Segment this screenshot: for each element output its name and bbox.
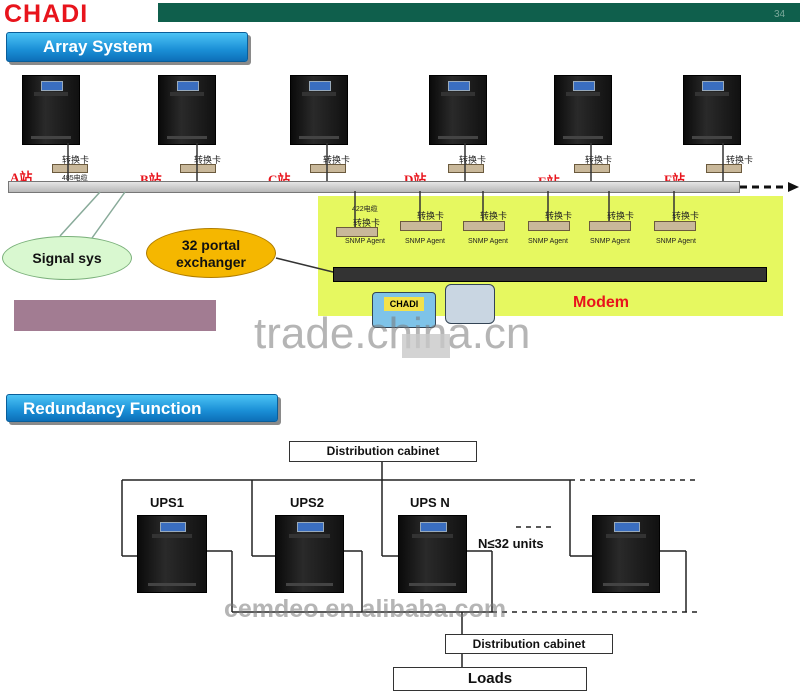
agent-label-5: SNMP Agent (590, 238, 630, 245)
agent-card-1 (336, 227, 378, 237)
watermark-trade: trade.china.cn (254, 309, 531, 358)
array-system-heading: Array System (6, 32, 248, 62)
ups1-cabinet (137, 515, 207, 593)
watermark-alibaba: cemdeo.en.alibaba.com (224, 595, 507, 623)
converter-card-f (706, 164, 742, 173)
converter-card-d (448, 164, 484, 173)
upsn-label: UPS N (410, 495, 450, 510)
ups-cabinet-c (290, 75, 348, 145)
header-bar (158, 3, 800, 22)
agent-card-5 (589, 221, 631, 231)
ups-cabinet-a (22, 75, 80, 145)
agent-label-1: SNMP Agent (345, 238, 385, 245)
agent-card-2 (400, 221, 442, 231)
rs485-bus (8, 181, 740, 193)
agent-card-4 (528, 221, 570, 231)
converter-card-c (310, 164, 346, 173)
exchanger-line-2: exchanger (175, 254, 247, 270)
ups-extra-cabinet (592, 515, 660, 593)
converter-card-e (574, 164, 610, 173)
card-label-f: 转换卡 (726, 155, 754, 165)
card-label-e: 转换卡 (585, 155, 613, 165)
exchanger-bubble: 32 portal exchanger (146, 228, 276, 278)
agent-card-label-6: 转换卡 (672, 211, 700, 221)
watermark-block (402, 334, 450, 358)
agent-label-4: SNMP Agent (528, 238, 568, 245)
modem-label: Modem (573, 294, 629, 311)
cable-422-label: 422电缆 (352, 206, 378, 213)
agent-card-label-5: 转换卡 (607, 211, 635, 221)
server-device (445, 284, 495, 324)
top-distribution-cabinet: Distribution cabinet (289, 441, 477, 462)
agent-card-label-2: 转换卡 (417, 211, 445, 221)
ups-cabinet-e (554, 75, 612, 145)
monitor-computer: CHADI (372, 292, 436, 328)
caption-bar (14, 300, 216, 331)
upsn-cabinet (398, 515, 467, 593)
ups-cabinet-f (683, 75, 741, 145)
card-label-b: 转换卡 (194, 155, 222, 165)
signal-sys-bubble: Signal sys (2, 236, 132, 280)
cable-485-label: 485电缆 (62, 175, 88, 182)
converter-card-b (180, 164, 216, 173)
loads-box: Loads (393, 667, 587, 691)
units-count-label: N≤32 units (478, 536, 544, 551)
ups-cabinet-d (429, 75, 487, 145)
ups-cabinet-b (158, 75, 216, 145)
agent-card-3 (463, 221, 505, 231)
ups1-label: UPS1 (150, 495, 184, 510)
agent-card-label-3: 转换卡 (480, 211, 508, 221)
network-switch (333, 267, 767, 282)
ups2-label: UPS2 (290, 495, 324, 510)
redundancy-title: Redundancy Function (23, 399, 202, 418)
bottom-distribution-cabinet: Distribution cabinet (445, 634, 613, 654)
chadi-logo: CHADI (4, 0, 89, 28)
exchanger-line-1: 32 portal (181, 237, 241, 253)
agent-card-label-4: 转换卡 (545, 211, 573, 221)
page-number: 34 (774, 9, 786, 20)
agent-label-6: SNMP Agent (656, 238, 696, 245)
array-system-title: Array System (43, 37, 153, 56)
ups2-cabinet (275, 515, 344, 593)
agent-card-label-1: 转换卡 (353, 218, 381, 228)
agent-label-3: SNMP Agent (468, 238, 508, 245)
card-label-a: 转换卡 (62, 155, 90, 165)
agent-card-6 (654, 221, 696, 231)
signal-sys-text: Signal sys (32, 250, 102, 266)
card-label-d: 转换卡 (459, 155, 487, 165)
agent-label-2: SNMP Agent (405, 238, 445, 245)
converter-card-a (52, 164, 88, 173)
redundancy-heading: Redundancy Function (6, 394, 278, 422)
card-label-c: 转换卡 (323, 155, 351, 165)
monitor-screen-label: CHADI (384, 297, 424, 311)
